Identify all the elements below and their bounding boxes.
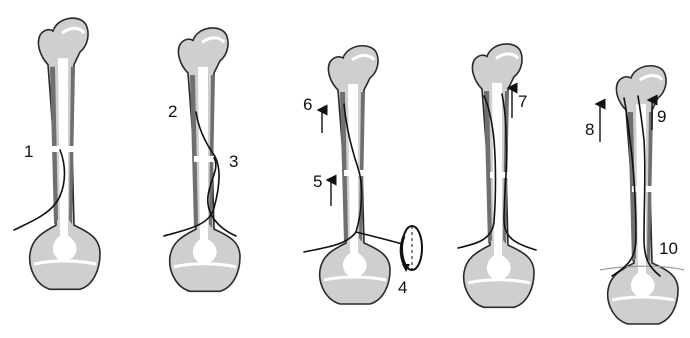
fracture-gap: [52, 146, 74, 152]
drill-icon: [401, 226, 422, 272]
stage-1: 1: [14, 18, 100, 289]
label-10: 10: [659, 239, 678, 258]
stage-5: 8 9 10: [585, 66, 684, 324]
stage-4: 7: [458, 44, 536, 307]
label-6: 6: [303, 95, 312, 114]
fracture-gap: [490, 172, 512, 178]
label-2: 2: [168, 102, 177, 121]
label-1: 1: [24, 142, 33, 161]
label-9: 9: [657, 107, 666, 126]
stage-2: 2 3: [164, 28, 240, 291]
label-5: 5: [313, 172, 322, 191]
label-3: 3: [229, 152, 238, 171]
stage-3: 6 5 4: [303, 46, 422, 304]
femur-bone-5: [608, 66, 678, 324]
label-8: 8: [585, 120, 594, 139]
label-4: 4: [398, 278, 407, 297]
femur-bone-1: [30, 18, 100, 289]
fracture-gap: [194, 156, 216, 162]
label-7: 7: [518, 92, 527, 111]
fracture-gap: [344, 170, 366, 176]
